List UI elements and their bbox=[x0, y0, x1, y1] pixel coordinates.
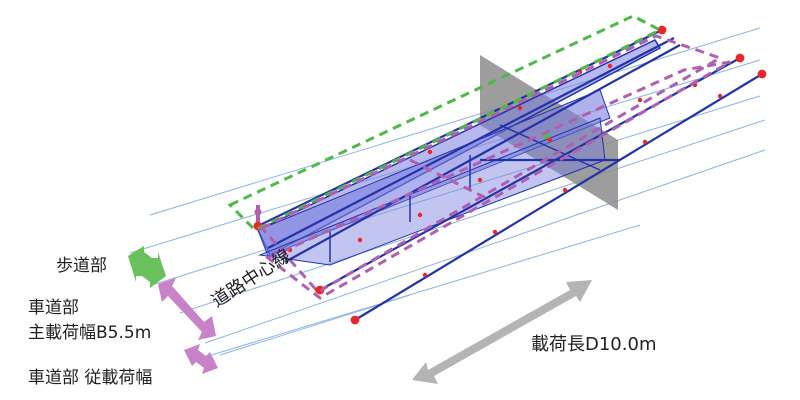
sidewalk-label: 歩道部 bbox=[56, 256, 107, 276]
main-lane-label-line1: 車道部 bbox=[28, 298, 79, 318]
sidewalk-width-arrow bbox=[128, 246, 166, 288]
load-length-arrow bbox=[412, 280, 592, 384]
load-length-label: 載荷長D10.0m bbox=[531, 334, 657, 355]
main-lane-width-arrow bbox=[158, 278, 216, 340]
purple-marker bbox=[254, 205, 321, 293]
deck-girder bbox=[256, 39, 662, 266]
lane-load-zones bbox=[259, 34, 731, 300]
sub-lane-label: 車道部 従載荷幅 bbox=[28, 368, 153, 388]
main-lane-label-line2: 主載荷幅B5.5m bbox=[28, 323, 152, 343]
sub-lane-width-arrow bbox=[184, 344, 218, 374]
